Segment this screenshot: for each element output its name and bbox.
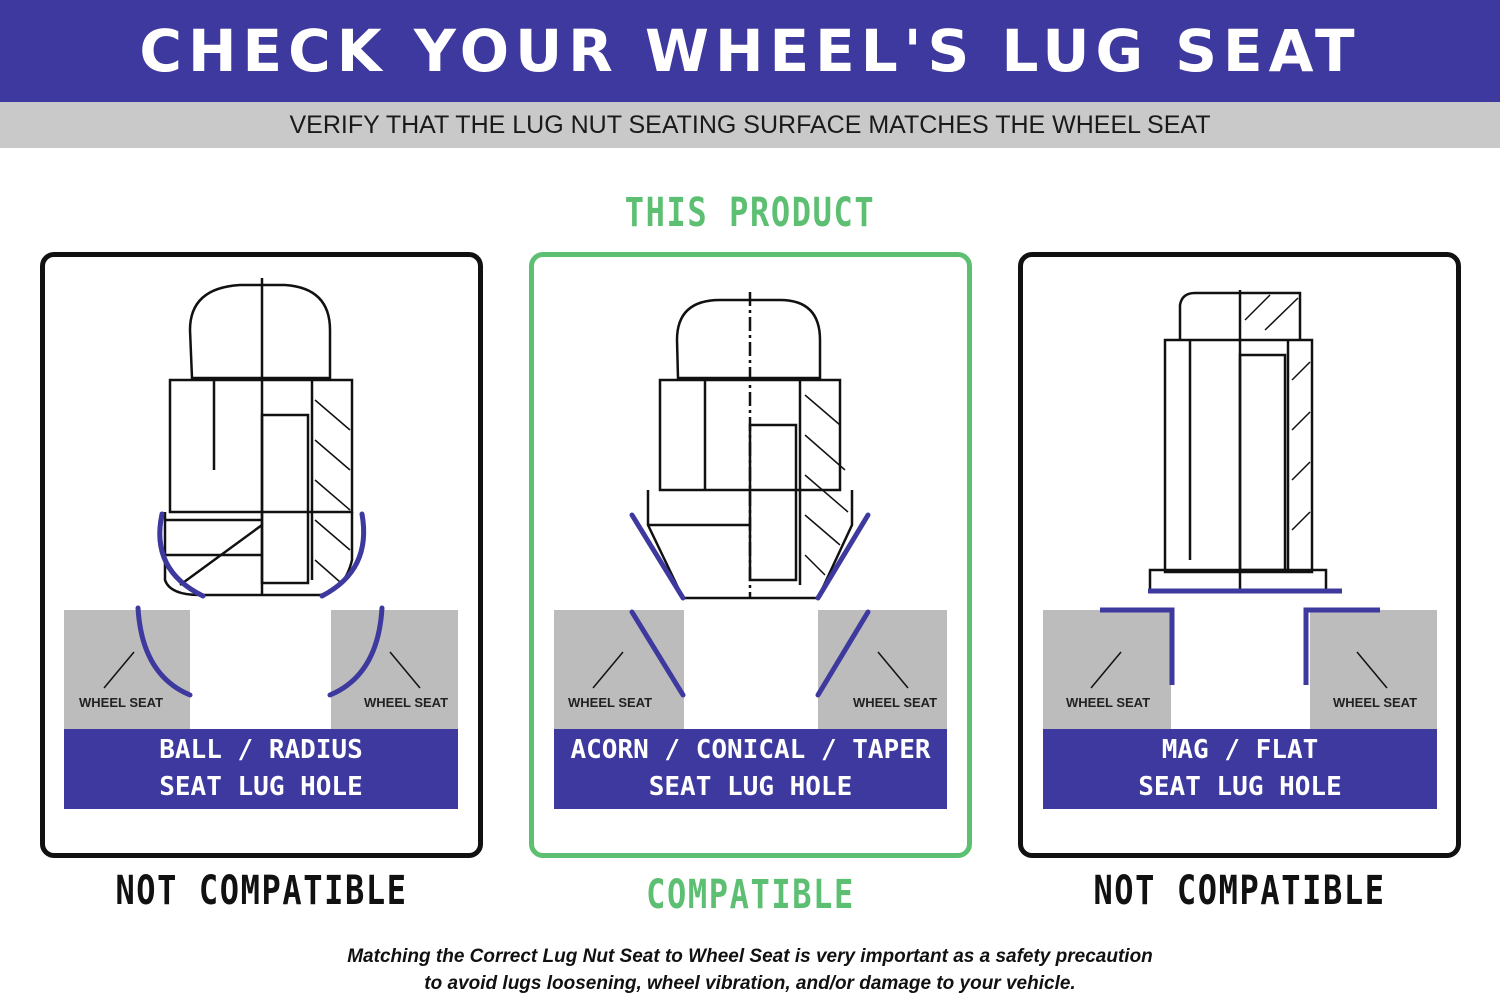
mag-seat-lug-nut-drawing <box>1148 290 1328 592</box>
footer-note-line2: to avoid lugs loosening, wheel vibration… <box>424 973 1076 994</box>
wheel-seat-block <box>331 610 458 729</box>
header-banner: CHECK YOUR WHEEL'S LUG SEAT <box>0 0 1500 102</box>
panel-mag-flat <box>1018 252 1461 858</box>
panel-acorn-conical <box>529 252 972 858</box>
subtitle-banner: VERIFY THAT THE LUG NUT SEATING SURFACE … <box>0 102 1500 148</box>
ball-seat-lug-nut-drawing <box>163 278 354 597</box>
seat-type-line2: SEAT LUG HOLE <box>159 772 363 802</box>
flat-seat-lines <box>1100 588 1380 685</box>
wheel-seat-label: WHEEL SEAT <box>79 695 164 710</box>
verdict-not-compatible: NOT COMPATIBLE <box>115 868 408 914</box>
seat-type-line2: SEAT LUG HOLE <box>648 772 853 802</box>
seat-type-line1: MAG / FLAT <box>1161 735 1319 765</box>
seat-type-line1: BALL / RADIUS <box>159 735 363 765</box>
seat-type-label: BALL / RADIUS SEAT LUG HOLE <box>64 729 458 809</box>
wheel-seat-label: WHEEL SEAT <box>1333 695 1418 710</box>
ball-seat-arcs <box>135 511 385 698</box>
wheel-seat-label: WHEEL SEAT <box>364 695 449 710</box>
wheel-seat-label: WHEEL SEAT <box>568 695 653 710</box>
footer-note-line1: Matching the Correct Lug Nut Seat to Whe… <box>347 946 1153 967</box>
wheel-seat-label: WHEEL SEAT <box>853 695 938 710</box>
this-product-label: THIS PRODUCT <box>624 190 876 236</box>
acorn-seat-lug-nut-drawing <box>646 292 854 600</box>
wheel-seat-block <box>818 610 947 729</box>
wheel-seat-block <box>64 610 190 729</box>
verdict-compatible: COMPATIBLE <box>646 872 855 918</box>
wheel-seat-block <box>1310 610 1437 729</box>
wheel-seat-arrows <box>103 651 1388 689</box>
seat-type-line2: SEAT LUG HOLE <box>1138 772 1342 802</box>
wheel-seat-block <box>554 610 684 729</box>
seat-type-line1: ACORN / CONICAL / TAPER <box>570 735 931 765</box>
verdict-not-compatible: NOT COMPATIBLE <box>1093 868 1386 914</box>
seat-type-label: MAG / FLAT SEAT LUG HOLE <box>1043 729 1437 809</box>
conical-seat-lines <box>629 512 871 698</box>
wheel-seat-label: WHEEL SEAT <box>1066 695 1151 710</box>
seat-type-label: ACORN / CONICAL / TAPER SEAT LUG HOLE <box>554 729 947 809</box>
panel-ball-radius <box>40 252 483 858</box>
